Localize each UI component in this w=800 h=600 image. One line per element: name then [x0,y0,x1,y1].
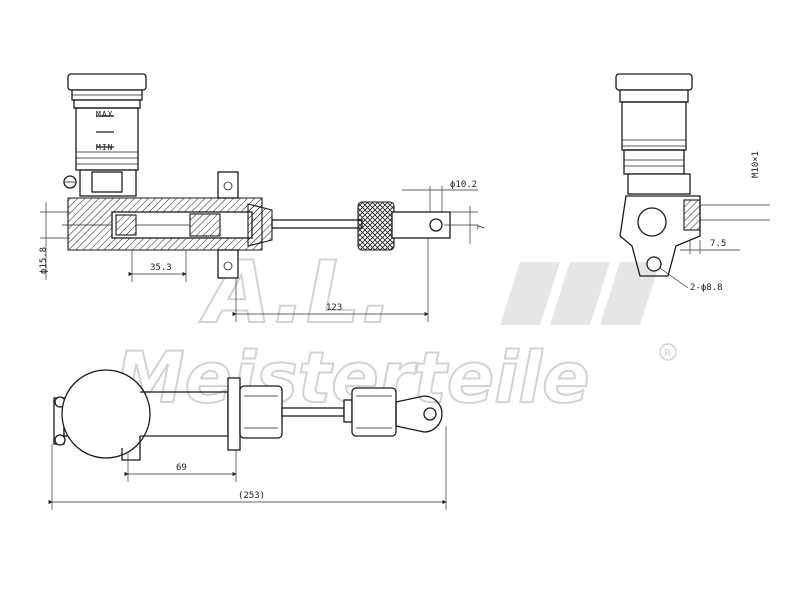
piston-seal-front [115,214,137,236]
dust-boot-section [247,203,273,247]
top-view-push-rod [281,407,345,417]
reservoir-collar [73,99,141,109]
sectional-side-view: MAX MIN ϕ15.8 [39,73,487,322]
flange-top [217,171,239,199]
dimension-flange-offset: 7.5 [680,239,740,254]
dimension-bore: ϕ15.8 [39,202,70,280]
top-view-clevis [395,395,443,433]
top-view-boot [239,385,283,439]
pivot-distance-label: 123 [326,303,342,313]
thread-label: M10×1 [751,151,761,178]
dimension-thread: M10×1 [700,151,770,221]
end-view-port [683,199,701,231]
push-rod [271,219,363,229]
overall-length-label: (253) [238,491,265,501]
end-view-neck [623,149,685,175]
top-view-clevis-hole [423,407,437,421]
flange-offset-label: 7.5 [710,239,726,249]
mount-hole [646,256,662,272]
registered-letter: R [664,348,671,359]
top-view-rod-nut [351,387,397,437]
reservoir-cap [67,73,147,91]
dimension-port-offset: 35.3 [128,250,187,282]
end-view-cap [615,73,693,91]
reservoir-outlet [91,171,123,193]
dimension-mount-holes: 2-ϕ8.8 [659,267,723,293]
pin-offset-label: 7 [477,225,487,230]
top-view: 69 (253) [48,369,447,510]
end-view-clamp [627,173,691,195]
body-length-label: 69 [176,463,187,473]
clevis-pin-hole [429,218,443,232]
piston-section [189,213,221,237]
top-view-flange [227,377,241,451]
pin-diameter-label: ϕ10.2 [450,180,477,190]
dimension-body-length: 69 [124,450,237,482]
flange-bottom [217,249,239,279]
dimension-pin-diameter: ϕ10.2 [402,180,478,212]
max-label: MAX [96,110,113,119]
mount-holes-label: 2-ϕ8.8 [690,283,723,293]
rod-end-nut [357,201,395,251]
bore-diameter-label: ϕ15.8 [39,247,49,274]
port-offset-label: 35.3 [150,263,172,273]
dimension-pivot-distance: 123 [232,238,429,322]
end-view-bore [637,207,667,237]
dimension-pin-offset: 7 [444,206,487,244]
top-view-reservoir-cap [61,369,151,459]
end-view-collar [619,89,689,103]
watermark-stripes [500,262,660,325]
end-view: M10×1 7.5 2-ϕ8.8 [615,73,770,293]
min-label: MIN [96,143,113,152]
reservoir-body [75,107,139,171]
dimension-overall-length: (253) [48,426,447,510]
end-view-reservoir [621,101,687,151]
registered-mark [659,343,677,361]
